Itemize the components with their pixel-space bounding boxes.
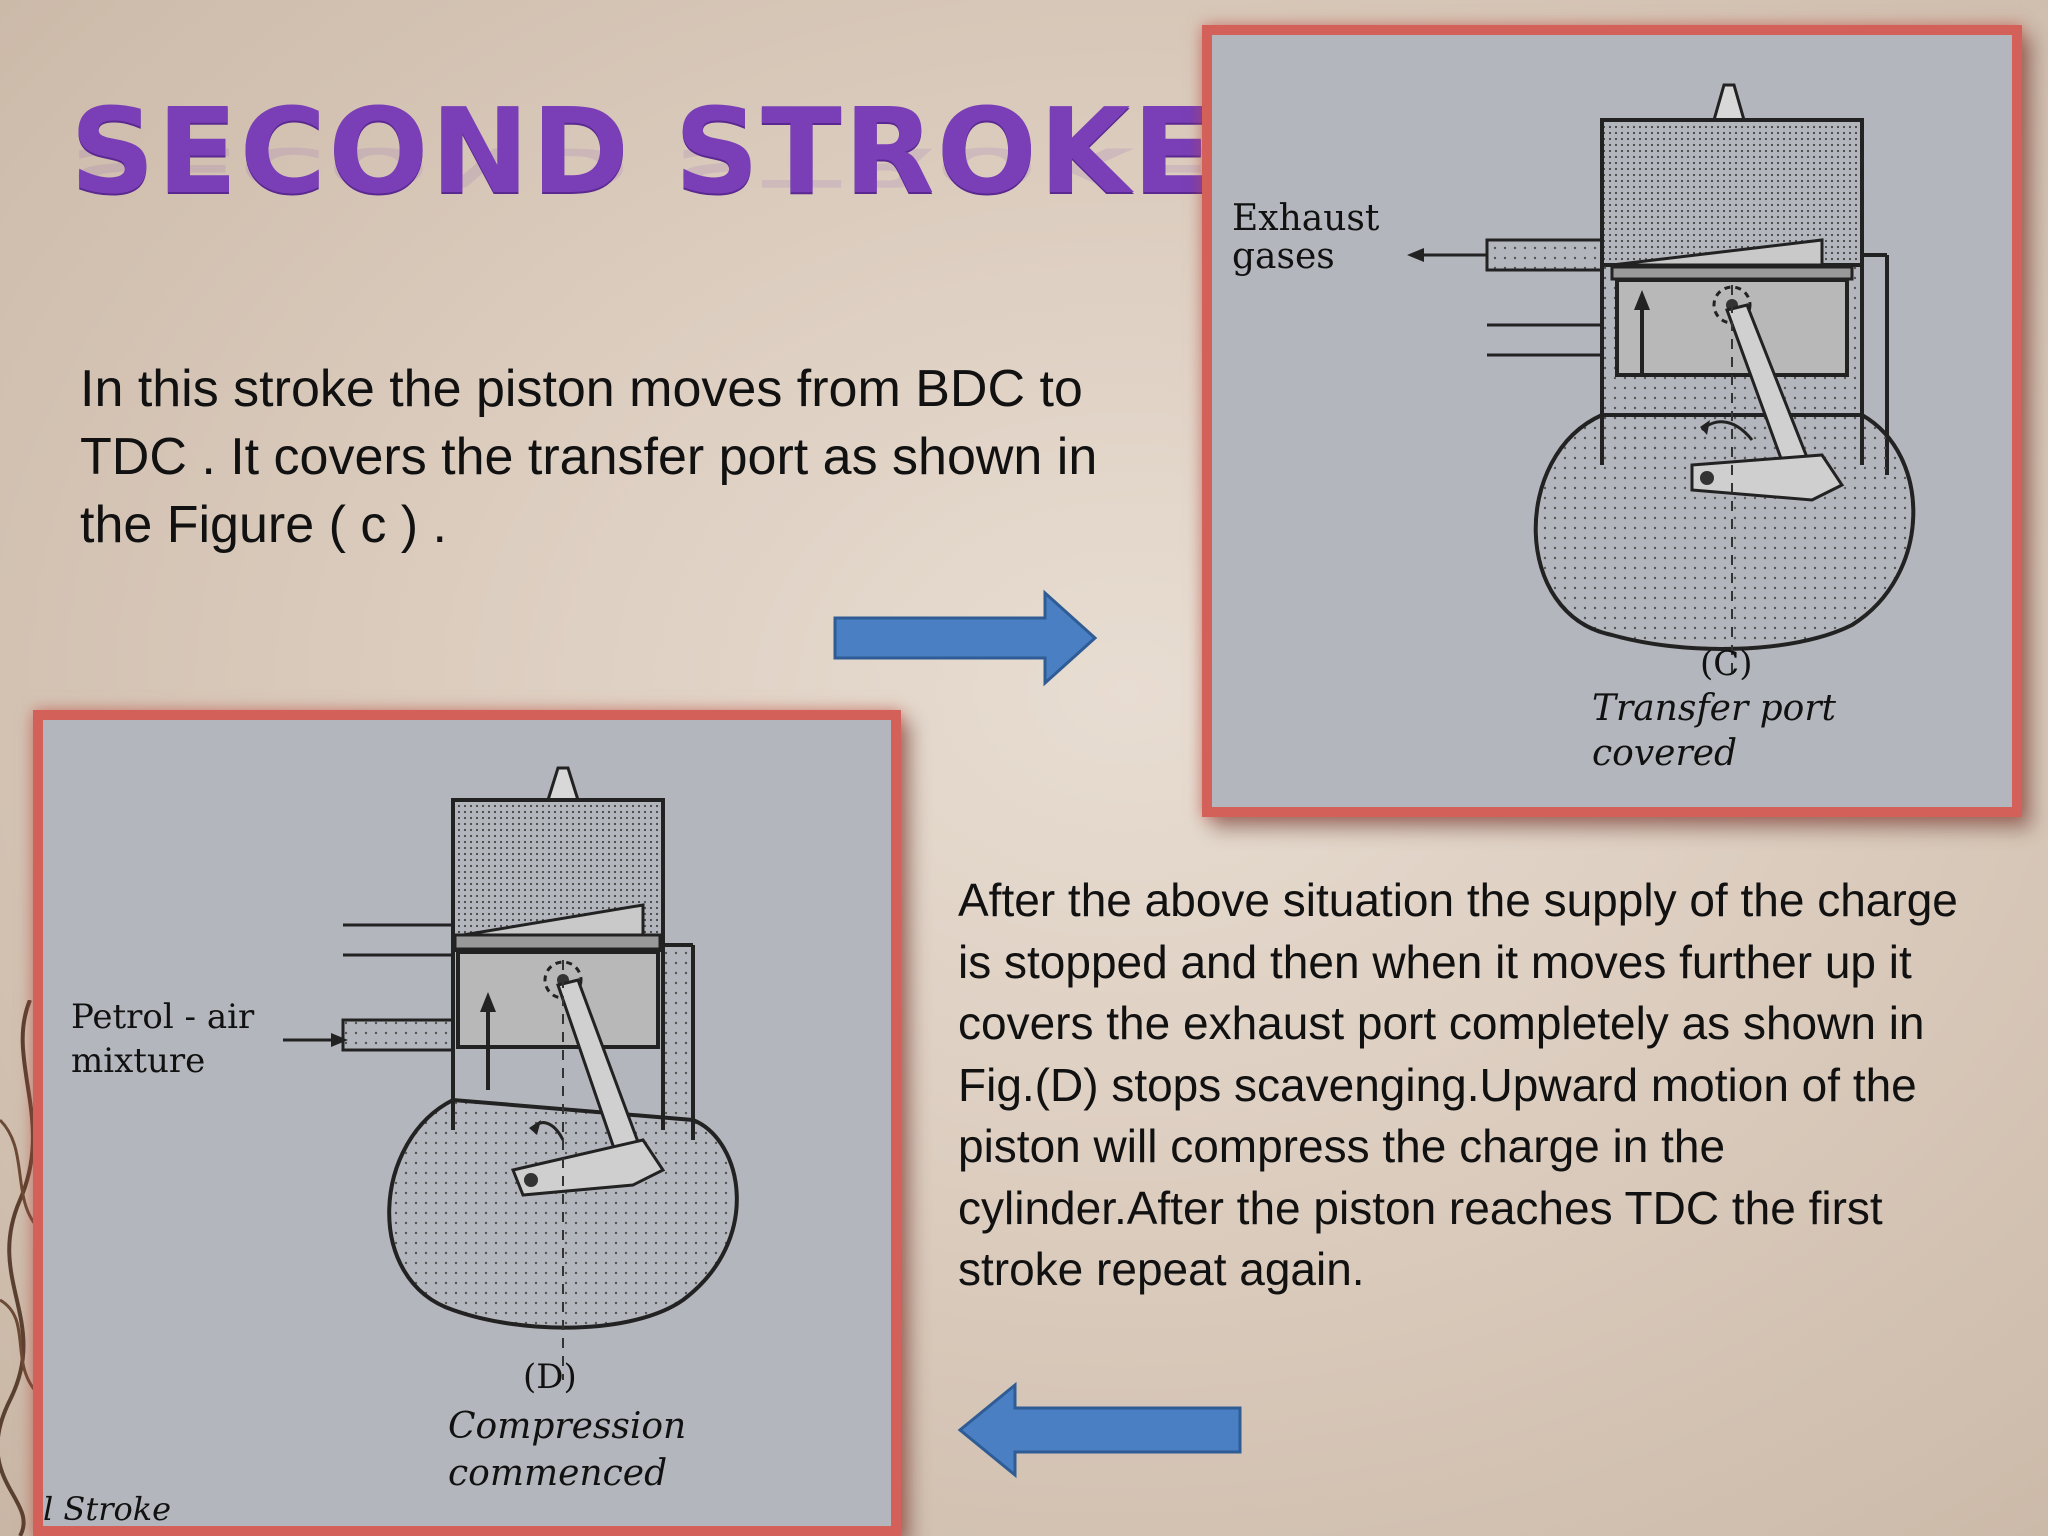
figure-d-image: Petrol - air mixture (D) Compression com… [33,710,901,1536]
right-arrow-icon [833,589,1098,687]
figure-c-caption-line2: covered [1592,733,1737,774]
figure-d-caption-line1: Compression [448,1406,686,1447]
intro-paragraph: In this stroke the piston moves from BDC… [80,360,1098,554]
figure-d-caption-letter: (D) [523,1357,577,1397]
exhaust-label-line2: gases [1232,236,1335,277]
figure-d-corner-text: l Stroke [43,1490,171,1526]
explanation-paragraph: After the above situation the supply of … [958,874,1958,1295]
figure-d-caption-line2: commenced [448,1453,667,1494]
figure-c-caption-letter: (C) [1700,644,1753,684]
petrol-label-line1: Petrol - air [71,997,255,1037]
left-arrow-icon [957,1381,1242,1479]
exhaust-label-line1: Exhaust [1232,198,1380,239]
slide-title: SECOND STROKE [70,82,1215,220]
petrol-label-line2: mixture [71,1041,205,1081]
figure-c-caption-line1: Transfer port [1592,688,1837,729]
figure-c-image: Exhaust gases (C) Transfer port covered [1202,25,2022,817]
